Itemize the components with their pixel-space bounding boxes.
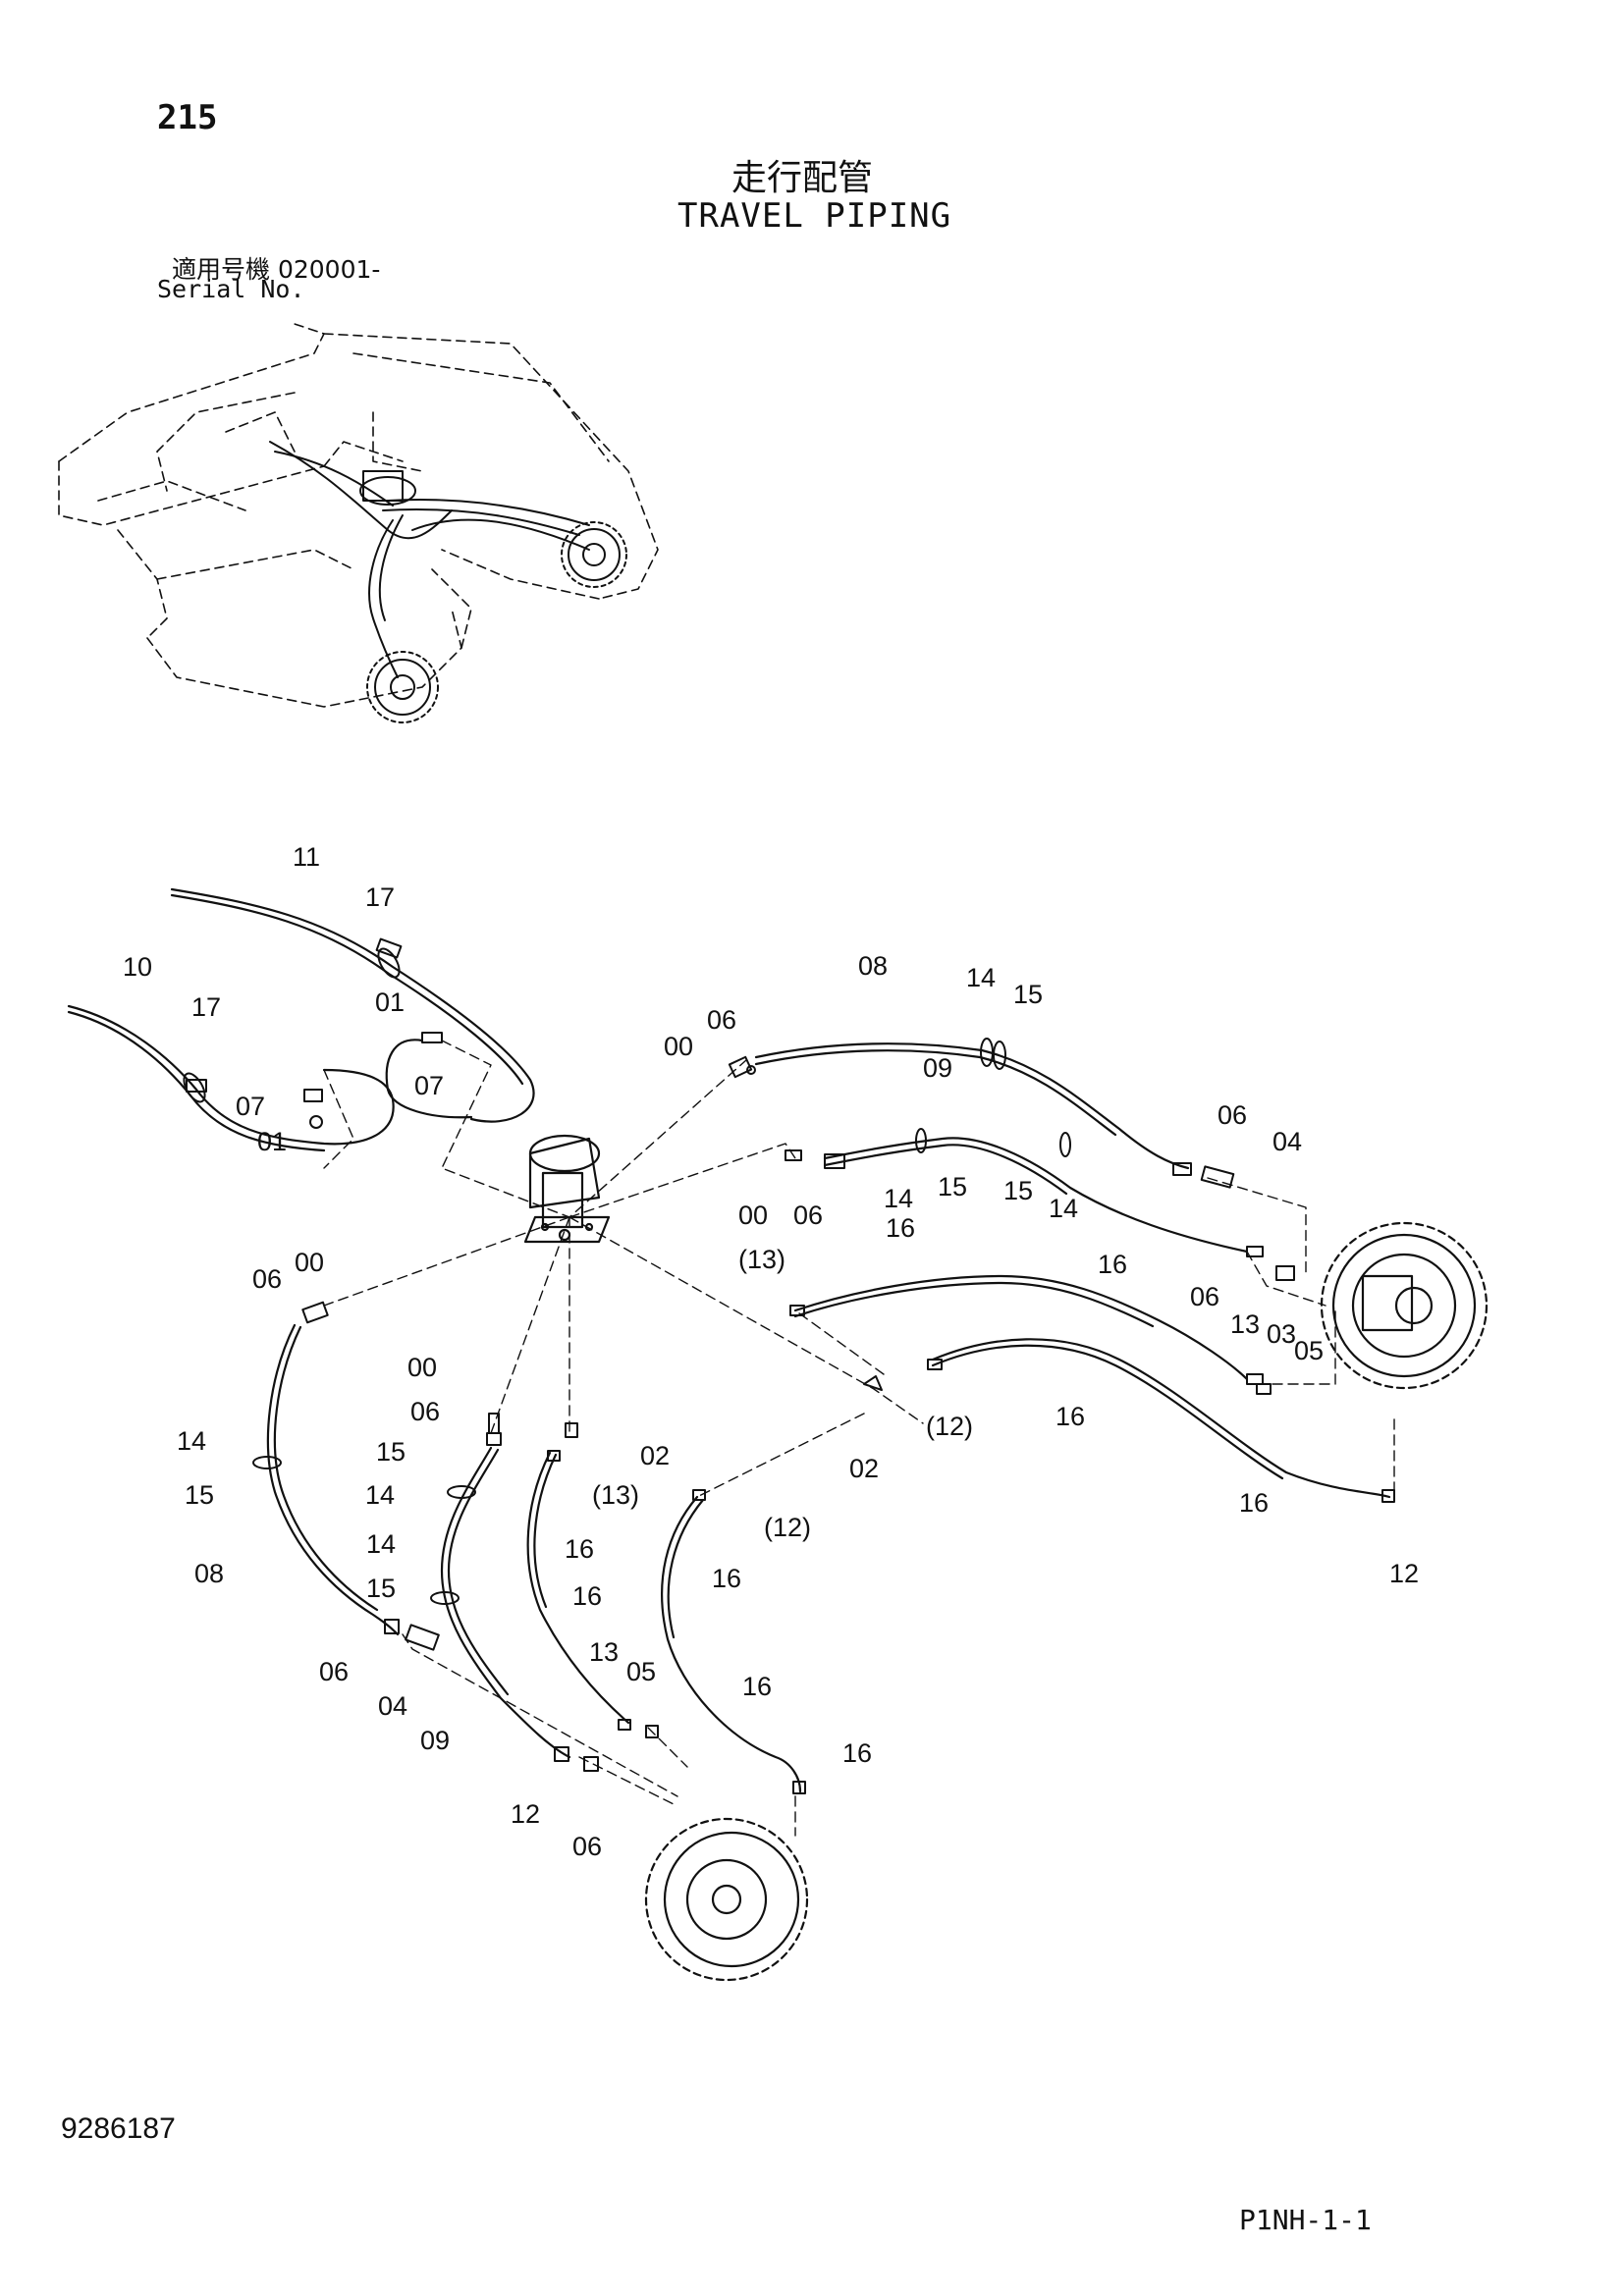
callout-05: 05 <box>1294 1336 1324 1365</box>
callout-04: 04 <box>1272 1127 1302 1156</box>
callout-01: 01 <box>257 1127 287 1156</box>
callout-10: 10 <box>123 952 152 982</box>
callout-09: 09 <box>420 1726 450 1755</box>
callout-00: 00 <box>295 1248 324 1277</box>
callout-06: 06 <box>410 1397 440 1426</box>
callout-14: 14 <box>1049 1194 1078 1223</box>
callout-14: 14 <box>884 1184 913 1213</box>
callout-16: 16 <box>1239 1488 1269 1518</box>
callout-16: 16 <box>742 1672 772 1701</box>
callout-17: 17 <box>365 882 395 912</box>
serial-label-japanese: 適用号機 020001- <box>172 255 381 284</box>
callout-00: 00 <box>407 1353 437 1382</box>
callout-13: (13) <box>738 1245 785 1274</box>
callout-06: 06 <box>1218 1100 1247 1130</box>
callout-04: 04 <box>378 1691 407 1721</box>
callout-01: 01 <box>375 988 405 1017</box>
callout-03: 03 <box>1267 1319 1296 1349</box>
callout-12: 12 <box>1389 1559 1419 1588</box>
callout-16: 16 <box>1098 1250 1127 1279</box>
page-code: P1NH-1-1 <box>1239 2204 1372 2236</box>
callout-16: 16 <box>565 1534 594 1564</box>
callout-15: 15 <box>366 1574 396 1603</box>
callout-06: 06 <box>252 1264 282 1294</box>
callout-08: 08 <box>194 1559 224 1588</box>
hose-group <box>67 887 1391 1793</box>
callout-labels: 11 17 10 17 01 07 07 01 08 14 15 06 00 0… <box>123 842 1419 1861</box>
callout-15: 15 <box>376 1437 406 1467</box>
center-joint-valve <box>523 1134 611 1244</box>
travel-motor-right <box>1320 1221 1489 1390</box>
callout-14: 14 <box>365 1480 395 1510</box>
callout-15: 15 <box>185 1480 214 1510</box>
travel-motor-left <box>644 1817 809 1982</box>
callout-06: 06 <box>793 1201 823 1230</box>
callout-06: 06 <box>1190 1282 1219 1311</box>
callout-13: (13) <box>592 1480 639 1510</box>
callout-12: (12) <box>926 1412 973 1441</box>
callout-06: 06 <box>707 1005 736 1035</box>
callout-13: 13 <box>1230 1309 1260 1339</box>
callout-16: 16 <box>886 1213 915 1243</box>
callout-03: 06 <box>572 1832 602 1861</box>
callout-07: 07 <box>414 1071 444 1100</box>
document-number: 9286187 <box>61 2112 176 2145</box>
callout-17: 17 <box>191 992 221 1022</box>
callout-13: 13 <box>589 1637 619 1667</box>
overview-thumbnail <box>58 323 659 723</box>
callout-14: 14 <box>966 963 996 992</box>
page-title: TRAVEL PIPING <box>677 196 952 236</box>
callout-16: 16 <box>1056 1402 1085 1431</box>
callout-16: 16 <box>712 1564 741 1593</box>
callout-09: 09 <box>923 1053 952 1083</box>
callout-00: 00 <box>738 1201 768 1230</box>
callout-08: 08 <box>858 951 888 981</box>
callout-06: 06 <box>319 1657 349 1686</box>
page-title-japanese: 走行配管 <box>731 158 874 198</box>
callout-15: 15 <box>1013 980 1043 1009</box>
callout-15: 15 <box>1003 1176 1033 1205</box>
callout-05: 05 <box>626 1657 656 1686</box>
callout-00: 00 <box>664 1032 693 1061</box>
callout-14: 14 <box>177 1426 206 1456</box>
serial-label: Serial No. <box>157 275 305 303</box>
page-number: 215 <box>157 98 218 137</box>
callout-12: 16 <box>842 1738 872 1768</box>
callout-06: 12 <box>511 1799 540 1829</box>
callout-11: 11 <box>293 842 320 872</box>
fittings <box>183 937 1395 1794</box>
callout-14: 14 <box>366 1529 396 1559</box>
callout-02: 02 <box>640 1441 670 1470</box>
leader-lines <box>323 1040 1395 1837</box>
callout-16: 16 <box>572 1581 602 1611</box>
callout-12: (12) <box>764 1513 811 1542</box>
callout-02: 02 <box>849 1454 879 1483</box>
callout-15: 15 <box>938 1172 967 1201</box>
callout-07: 07 <box>236 1092 265 1121</box>
